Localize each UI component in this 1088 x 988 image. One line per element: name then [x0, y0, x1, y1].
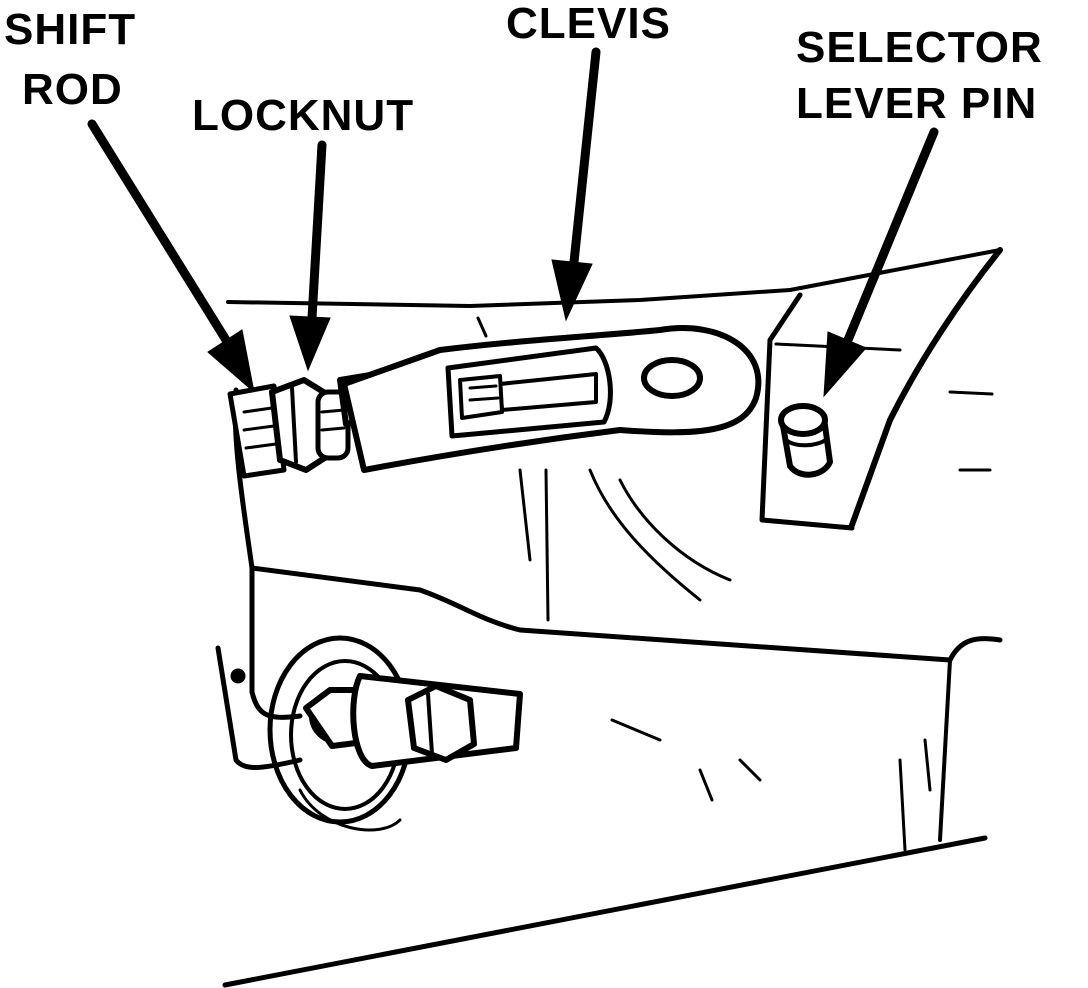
rod-pivot-dot: [230, 668, 246, 684]
label-selector-line2: LEVER PIN: [796, 79, 1037, 128]
transmission-housing: [222, 247, 1003, 988]
clevis: [337, 325, 762, 473]
bell-crank: [267, 635, 523, 832]
label-selector-line1: SELECTOR: [796, 23, 1043, 72]
arrow-clevis: [551, 47, 601, 322]
arrow-locknut: [289, 140, 331, 372]
label-shift-rod-line2: ROD: [22, 65, 123, 114]
shift-rod: [215, 383, 303, 770]
arrow-shift-rod: [87, 119, 255, 394]
label-shift-rod-line1: SHIFT: [4, 5, 136, 54]
label-clevis: CLEVIS: [506, 0, 671, 48]
selector-lever-pin: [778, 403, 833, 478]
label-locknut: LOCKNUT: [192, 91, 414, 140]
locknut: [269, 377, 351, 473]
